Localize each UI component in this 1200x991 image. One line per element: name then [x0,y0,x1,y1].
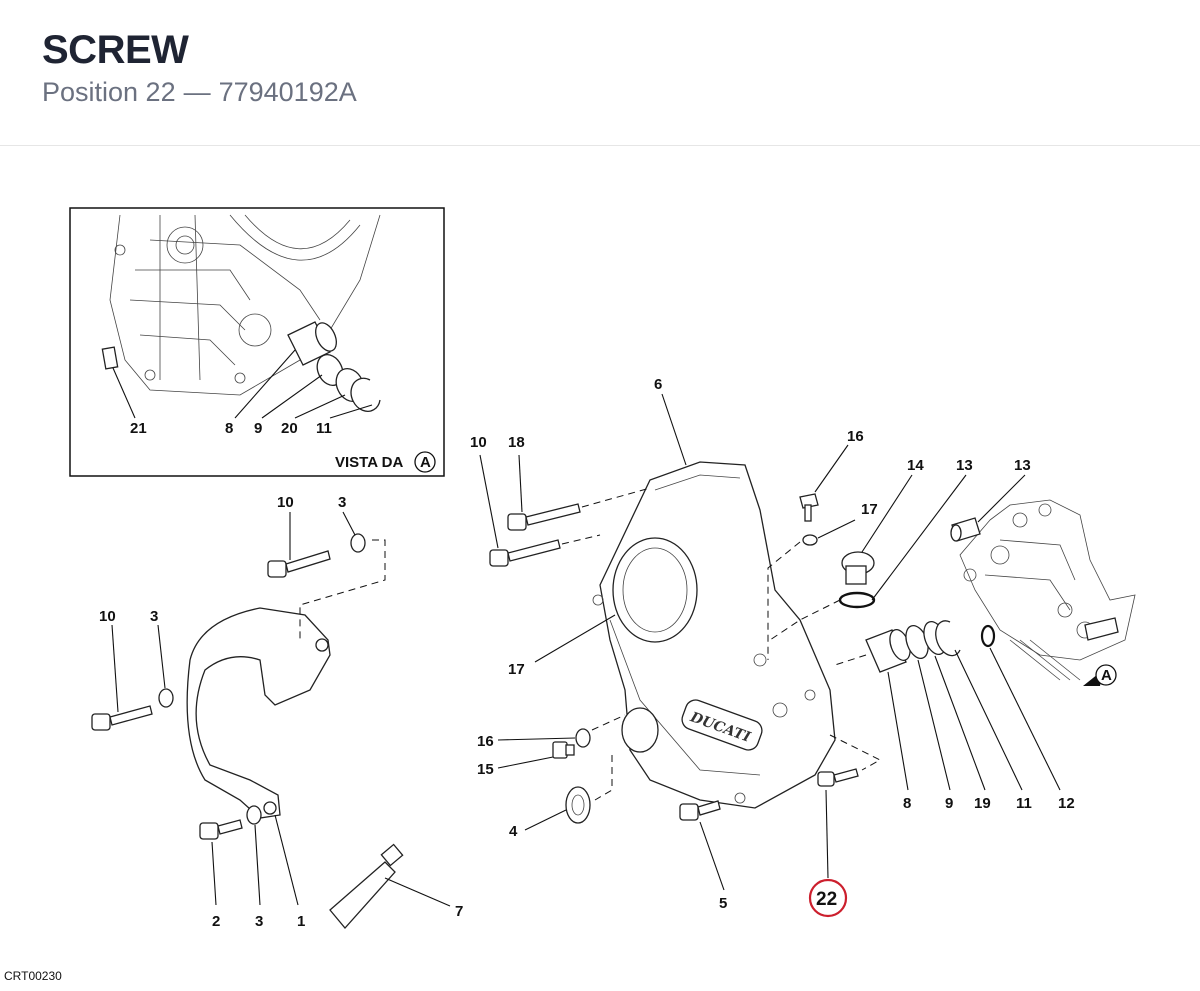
callout-1: 1 [297,913,305,930]
crankcase-fragment [959,499,1136,681]
callout-15: 14 [907,457,924,474]
inset-marker-circle [414,451,436,473]
oring-14 [838,591,876,609]
clutch-cover: DUCATI [592,461,836,809]
callout-9: 9 [945,795,953,812]
inset-caption: VISTA DA [335,454,404,471]
callout-6: 6 [654,376,662,393]
callout-3-c: 3 [255,913,263,930]
inset-marker: A [420,454,431,471]
exploded-parts-diagram: 21 8 9 20 11 VISTA DA A 10 3 10 3 [69,207,1136,930]
bushing-13 [950,517,981,542]
screw-5 [679,800,721,821]
callout-3-b: 3 [150,608,158,625]
washer-17-upper [802,534,818,546]
callout-17-a: 16 [477,733,494,750]
callout-11: 11 [1016,795,1032,812]
page-header: SCREW Position 22—77940192A [0,0,1200,146]
guard-group: 10 3 10 3 2 3 1 7 [91,494,463,930]
plug-16-upper [799,493,819,522]
callout-18: 17 [508,661,525,678]
inset-view: 21 8 9 20 11 VISTA DA A [69,207,445,477]
callout-13: 13 [1014,457,1031,474]
callout-20-inset: 20 [281,420,298,437]
screw-10-cover [489,539,561,567]
part-number: 77940192A [218,77,357,107]
screw-10-left [91,705,153,731]
callout-17-b: 17 [861,501,878,518]
callout-7: 7 [455,903,463,920]
callout-2: 2 [212,913,220,930]
callout-20: 19 [974,795,991,812]
callout-4: 4 [509,823,518,840]
callout-9-inset: 9 [254,420,262,437]
subtitle-separator: — [183,77,211,107]
callout-19: 18 [508,434,525,451]
callout-10-b: 10 [99,608,116,625]
washer-17-lower [575,728,591,748]
screw-2 [199,819,243,840]
callout-10-c: 10 [470,434,487,451]
callout-16-b: 16 [847,428,864,445]
highlight-callout-circle[interactable] [808,878,848,918]
screw-10-upper [267,550,331,578]
callout-16-a: 15 [477,761,494,778]
callout-22-highlighted[interactable]: 22 [816,889,837,910]
callout-3-a: 3 [338,494,346,511]
callout-10-a: 10 [277,494,294,511]
callout-8: 8 [903,795,911,812]
sealant-tube [329,843,404,929]
view-marker-circle [1095,664,1117,686]
screw-19 [507,503,581,531]
callout-14: 13 [956,457,973,474]
callout-8-inset: 8 [225,420,233,437]
callout-21: 21 [130,420,147,437]
screw-22[interactable] [817,768,859,787]
callout-5: 5 [719,895,727,912]
page-subtitle: Position 22—77940192A [42,77,357,108]
drawing-code: CRT00230 [4,969,62,983]
bushing-group [865,620,996,673]
filler-cap-15 [841,551,875,585]
seal-4 [565,786,591,824]
callout-12: 12 [1058,795,1075,812]
plug-16-lower [552,741,575,759]
page-title: SCREW [42,28,189,72]
position-label: Position 22 [42,77,176,107]
callout-11-inset: 11 [316,420,332,437]
view-marker: A [1101,667,1112,684]
